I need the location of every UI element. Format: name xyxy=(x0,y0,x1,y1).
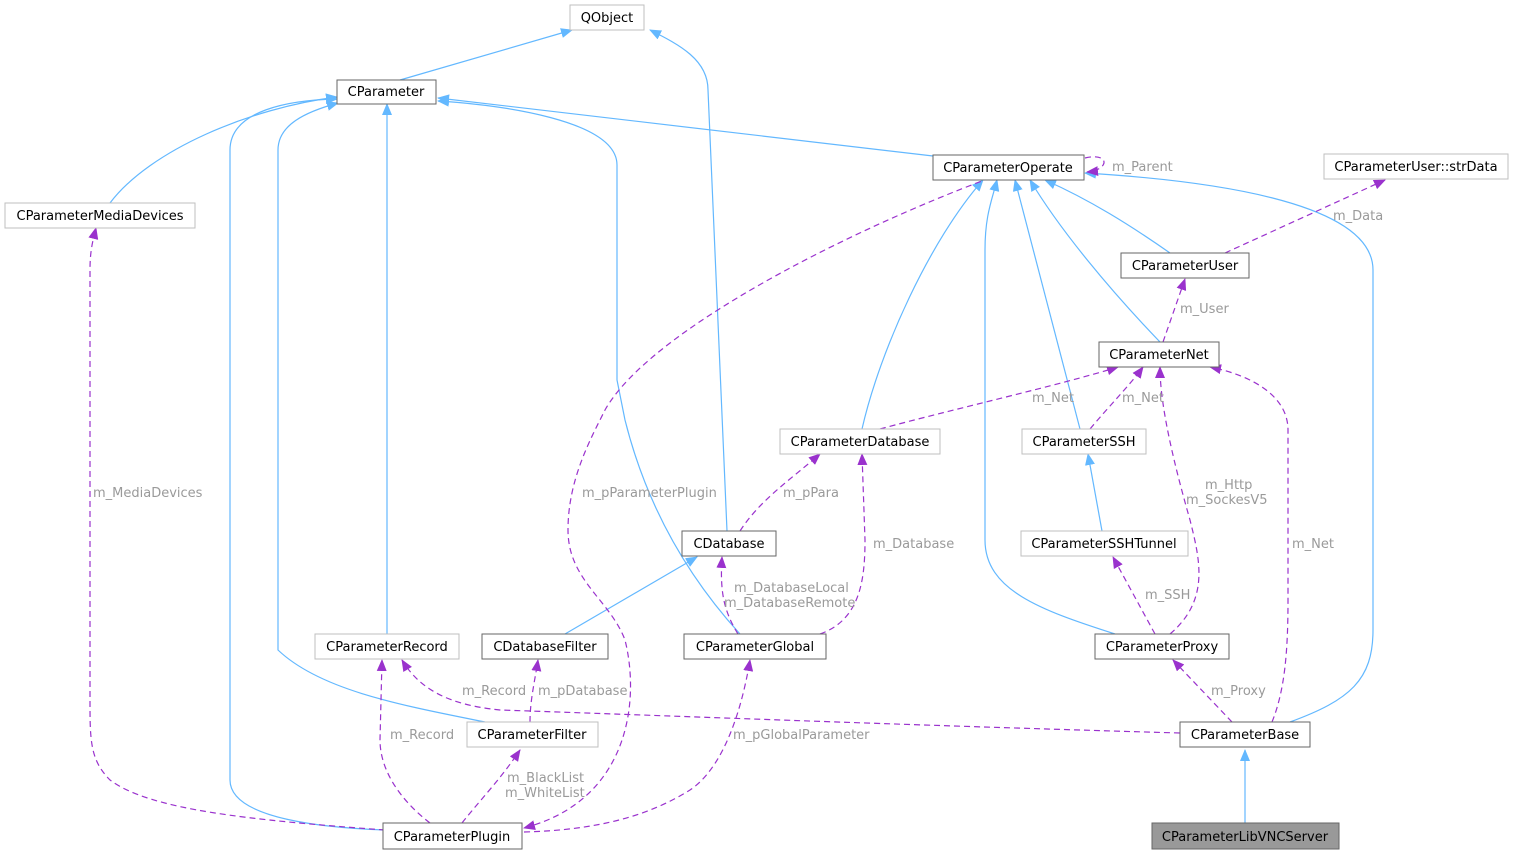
node-cparameter[interactable]: CParameter xyxy=(336,79,437,105)
label-m-database: m_Database xyxy=(873,537,954,552)
label-m-user: m_User xyxy=(1180,302,1229,317)
edge-m-pglobalparameter xyxy=(523,659,754,833)
edge-m-net-base xyxy=(1209,364,1289,723)
node-cdatabase[interactable]: CDatabase xyxy=(681,530,777,557)
node-label: CParameterUser xyxy=(1132,259,1239,274)
node-cparameternet[interactable]: CParameterNet xyxy=(1098,341,1220,368)
node-label: CParameterSSH xyxy=(1033,435,1136,450)
node-label: CParameterGlobal xyxy=(696,640,814,655)
node-label: CDatabaseFilter xyxy=(493,640,597,655)
node-label: CParameterPlugin xyxy=(394,830,511,845)
node-label: CParameterNet xyxy=(1109,348,1209,363)
label-m-databaseremote: m_DatabaseRemote xyxy=(724,596,855,611)
edge-m-databaselocal-remote xyxy=(716,556,739,635)
edge-m-pdatabase xyxy=(529,659,542,723)
edge-cparameterdatabase-to-cparameteroperate xyxy=(861,179,984,430)
label-m-whitelist: m_WhiteList xyxy=(505,786,585,801)
node-cparameterglobal[interactable]: CParameterGlobal xyxy=(683,633,827,660)
usage-edges xyxy=(88,156,1386,833)
node-label: CParameterOperate xyxy=(943,161,1073,176)
node-label: CParameterUser::strData xyxy=(1334,160,1497,175)
edge-cdatabase-to-qobject xyxy=(649,29,728,532)
node-label: CParameter xyxy=(348,85,425,100)
edge-cparameterglobal-to-cparameter xyxy=(437,96,741,635)
edge-m-net-database xyxy=(879,365,1119,430)
edge-m-ssh xyxy=(1112,556,1156,635)
label-m-ssh: m_SSH xyxy=(1145,588,1190,603)
edge-m-record-plugin xyxy=(376,659,431,824)
label-m-record-base: m_Record xyxy=(462,684,526,699)
node-label: CParameterFilter xyxy=(478,728,588,743)
label-m-sockesv5: m_SockesV5 xyxy=(1186,493,1268,508)
edge-m-proxy xyxy=(1172,659,1233,723)
edge-m-user xyxy=(1162,278,1187,343)
node-label: CParameterBase xyxy=(1191,728,1299,743)
node-cparametersshtunnel[interactable]: CParameterSSHTunnel xyxy=(1020,530,1189,557)
edge-cdatabasefilter-to-cdatabase xyxy=(564,556,698,635)
edge-cparameterssh-to-cparameteroperate xyxy=(1012,179,1081,430)
node-cparametermediadevices[interactable]: CParameterMediaDevices xyxy=(4,202,196,229)
node-cparameterlibvncserver[interactable]: CParameterLibVNCServer xyxy=(1151,822,1340,850)
edge-m-mediadevices xyxy=(88,227,386,831)
node-cparameteruser-strdata[interactable]: CParameterUser::strData xyxy=(1323,153,1509,180)
edge-cparametermediadevices-to-cparameter xyxy=(109,93,338,204)
node-label: CDatabase xyxy=(693,537,764,552)
edge-cparametersshtunnel-to-cparameterssh xyxy=(1085,453,1103,532)
node-label: CParameterSSHTunnel xyxy=(1031,537,1176,552)
edge-m-http-sockesv5 xyxy=(1155,366,1200,635)
label-m-net-ssh: m_Net xyxy=(1122,391,1164,406)
label-m-pglobalparameter: m_pGlobalParameter xyxy=(733,728,870,743)
node-cparameterdatabase[interactable]: CParameterDatabase xyxy=(779,428,941,455)
node-label: CParameterDatabase xyxy=(791,435,930,450)
node-label: CParameterRecord xyxy=(326,640,448,655)
node-cparameterrecord[interactable]: CParameterRecord xyxy=(314,633,460,660)
label-m-pdatabase: m_pDatabase xyxy=(538,684,627,699)
nodes: QObject CParameter CParameterOperate CPa… xyxy=(4,4,1509,850)
edge-cparameternet-to-cparameteroperate xyxy=(1029,179,1161,343)
node-cparameterbase[interactable]: CParameterBase xyxy=(1179,721,1311,748)
node-cparameteroperate[interactable]: CParameterOperate xyxy=(932,154,1085,181)
node-cdatabasefilter[interactable]: CDatabaseFilter xyxy=(481,633,609,660)
node-label: CParameterLibVNCServer xyxy=(1162,830,1329,845)
edge-cparameterproxy-to-cparameteroperate xyxy=(984,179,1116,635)
label-m-pparameterplugin: m_pParameterPlugin xyxy=(582,486,717,501)
edge-cparameterplugin-to-cparameter xyxy=(229,94,386,831)
node-cparameterssh[interactable]: CParameterSSH xyxy=(1021,428,1147,455)
label-m-data: m_Data xyxy=(1333,209,1383,224)
label-m-mediadevices: m_MediaDevices xyxy=(93,486,203,501)
edge-m-parent xyxy=(1084,156,1105,177)
label-m-databaselocal: m_DatabaseLocal xyxy=(734,581,849,596)
label-m-ppara: m_pPara xyxy=(783,486,839,501)
node-label: CParameterMediaDevices xyxy=(17,209,184,224)
edge-m-database xyxy=(819,453,868,635)
node-qobject[interactable]: QObject xyxy=(569,4,645,31)
label-m-http: m_Http xyxy=(1205,478,1252,493)
edge-cparameterbase-to-cparameteroperate xyxy=(1084,168,1374,723)
inheritance-edges xyxy=(109,28,1374,831)
node-label: CParameterProxy xyxy=(1106,640,1219,655)
label-m-parent: m_Parent xyxy=(1112,160,1173,175)
label-m-blacklist: m_BlackList xyxy=(507,771,584,786)
node-cparameterproxy[interactable]: CParameterProxy xyxy=(1094,633,1230,660)
edge-cparameteruser-to-cparameteroperate xyxy=(1044,179,1171,254)
node-cparameterplugin[interactable]: CParameterPlugin xyxy=(382,822,523,850)
label-m-proxy: m_Proxy xyxy=(1211,684,1266,699)
node-cparameteruser[interactable]: CParameterUser xyxy=(1120,252,1250,279)
node-cparameterfilter[interactable]: CParameterFilter xyxy=(466,721,599,748)
edge-m-ppara xyxy=(739,453,821,532)
edge-m-pparameterplugin xyxy=(523,177,991,831)
node-label: QObject xyxy=(581,11,634,26)
label-m-net-database: m_Net xyxy=(1032,391,1074,406)
edge-m-record-base xyxy=(401,659,1181,734)
edge-cparameteroperate-to-cparameter xyxy=(437,94,934,157)
edge-labels: m_Parent m_Data m_User m_Net m_Net m_Med… xyxy=(93,160,1383,801)
edge-cparameterfilter-to-cparameter xyxy=(277,101,486,723)
label-m-net-base: m_Net xyxy=(1292,537,1334,552)
edge-cparameter-to-qobject xyxy=(399,28,573,81)
edge-m-blacklist-whitelist xyxy=(461,749,521,824)
edge-m-net-ssh xyxy=(1089,366,1144,430)
label-m-record-plugin: m_Record xyxy=(390,728,454,743)
